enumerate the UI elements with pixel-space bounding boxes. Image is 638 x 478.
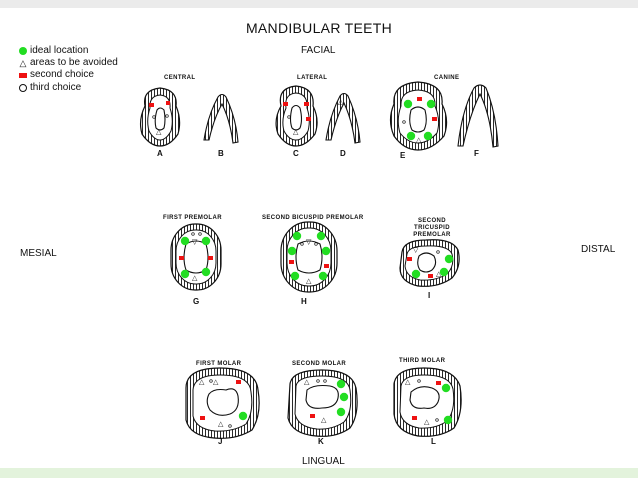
svg-text:△: △	[218, 421, 224, 428]
red-square-icon	[324, 264, 329, 268]
legend-item-ideal: ideal location	[18, 45, 118, 57]
second-molar-view: △ △	[287, 369, 358, 437]
red-square-icon	[417, 97, 422, 101]
third-premolar-label: SECOND TRICUSPID PREMOLAR	[413, 218, 451, 238]
legend-text: third choice	[30, 81, 82, 93]
third-molar-view: △ △	[393, 367, 462, 437]
central-occlusal-view: △	[139, 87, 181, 147]
letter-d: D	[340, 149, 346, 158]
red-square-icon	[236, 380, 241, 384]
svg-text:△: △	[213, 379, 219, 386]
red-square-icon	[412, 416, 417, 420]
red-square-icon	[407, 257, 412, 261]
first-molar-label: FIRST MOLAR	[196, 361, 242, 367]
red-square-icon	[304, 102, 309, 106]
canine-label: CANINE	[434, 75, 460, 81]
svg-text:△: △	[192, 275, 198, 282]
svg-text:△: △	[306, 278, 312, 285]
second-premolar-view: ▽ △	[280, 221, 338, 293]
second-molar-label: SECOND MOLAR	[292, 361, 347, 367]
svg-text:△: △	[436, 271, 442, 278]
mesial-label: MESIAL	[20, 248, 57, 259]
letter-a: A	[157, 149, 163, 158]
canine-profile-view	[457, 84, 499, 148]
red-square-icon	[310, 414, 315, 418]
circle-icon	[19, 83, 27, 92]
svg-text:▽: ▽	[306, 239, 312, 246]
svg-text:△: △	[416, 137, 422, 144]
red-square-icon	[306, 117, 311, 121]
canine-occlusal-view: △	[389, 81, 448, 151]
lateral-label: LATERAL	[297, 75, 328, 81]
legend: ideal location △areas to be avoided seco…	[18, 45, 118, 94]
red-square-icon	[428, 274, 433, 278]
red-square-icon	[208, 256, 213, 260]
svg-text:△: △	[338, 99, 344, 106]
letter-e: E	[400, 151, 406, 160]
third-premolar-view: ▽ △	[399, 239, 460, 287]
letter-g: G	[193, 297, 200, 306]
letter-c: C	[293, 149, 299, 158]
lingual-label: LINGUAL	[302, 456, 345, 467]
red-square-icon	[436, 381, 441, 385]
lateral-occlusal-view: △	[275, 85, 318, 147]
svg-text:△: △	[304, 379, 310, 386]
svg-text:▽: ▽	[413, 247, 419, 254]
facial-label: FACIAL	[301, 45, 336, 56]
green-dot-icon	[19, 47, 27, 56]
red-square-icon	[200, 416, 205, 420]
legend-item-third: third choice	[18, 82, 118, 94]
distal-label: DISTAL	[581, 244, 616, 255]
svg-text:△: △	[424, 419, 430, 426]
letter-j: J	[218, 437, 223, 446]
central-label: CENTRAL	[164, 75, 196, 81]
legend-item-second: second choice	[18, 69, 118, 81]
lateral-profile-view	[325, 92, 361, 144]
letter-i: I	[428, 291, 431, 300]
first-premolar-label: FIRST PREMOLAR	[163, 215, 222, 221]
central-profile-view	[203, 93, 239, 144]
svg-text:▽: ▽	[192, 239, 198, 246]
red-square-icon	[432, 117, 437, 121]
first-premolar-view: ▽ △	[170, 223, 222, 291]
letter-f: F	[474, 149, 479, 158]
red-square-icon	[166, 101, 170, 105]
svg-text:△: △	[293, 129, 299, 136]
red-square-icon	[19, 72, 27, 78]
diagram-title: MANDIBULAR TEETH	[245, 20, 393, 36]
triangle-icon: △	[19, 57, 27, 68]
letter-b: B	[218, 149, 224, 158]
letter-h: H	[301, 297, 307, 306]
svg-text:△: △	[156, 129, 162, 136]
top-bar	[0, 0, 638, 8]
third-molar-label: THIRD MOLAR	[399, 358, 446, 364]
legend-text: areas to be avoided	[30, 57, 118, 69]
red-square-icon	[283, 102, 288, 106]
svg-text:△: △	[405, 379, 411, 386]
letter-k: K	[318, 437, 324, 446]
first-molar-view: △ △ △	[185, 367, 260, 439]
legend-text: ideal location	[30, 45, 89, 56]
legend-text: second choice	[30, 69, 94, 81]
svg-text:△: △	[321, 417, 327, 424]
svg-text:△: △	[199, 379, 205, 386]
second-premolar-label: SECOND BICUSPID PREMOLAR	[262, 215, 364, 221]
red-square-icon	[289, 260, 294, 264]
legend-item-avoid: △areas to be avoided	[18, 57, 118, 69]
red-square-icon	[149, 103, 154, 107]
letter-l: L	[431, 437, 436, 446]
bottom-bar	[0, 468, 638, 478]
red-square-icon	[179, 256, 184, 260]
